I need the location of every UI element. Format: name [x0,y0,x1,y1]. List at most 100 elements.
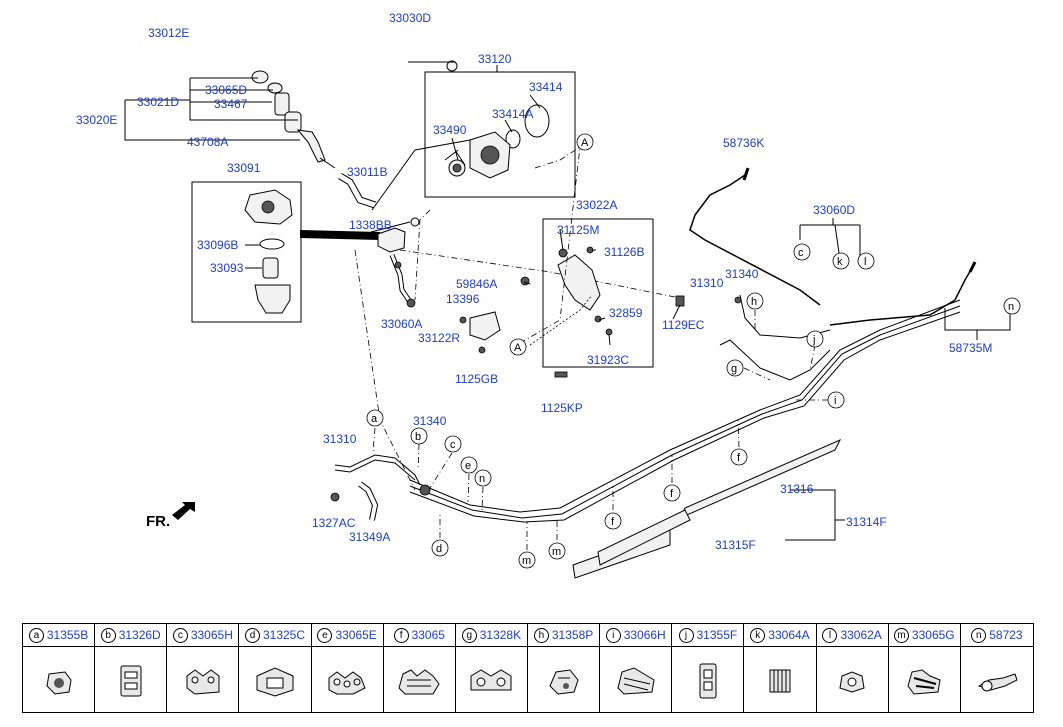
bolt-1129ec-icon [675,295,685,307]
label-59846a: 59846A [456,277,497,291]
legend-letter: n [971,627,987,643]
svg-text:n: n [479,473,485,485]
callout-f-2: f [663,484,681,502]
label-31349a: 31349A [349,530,390,544]
oring-33096b-icon [259,238,285,250]
legend-part-number: 31355F [696,628,738,642]
label-33490: 33490 [433,123,467,137]
label-31315f: 31315F [715,538,756,552]
label-33012e: 33012E [148,26,189,40]
legend-part-number: 33062A [840,628,882,642]
label-33122r: 33122R [418,331,460,345]
clamp-icon [446,60,458,72]
label-33414a: 33414A [492,107,533,121]
bolt-1338bb-icon [410,217,420,227]
callout-k: k [832,252,850,270]
legend-letter: g [461,627,477,643]
legend-letter: d [244,627,260,643]
square-clip-icon [120,665,142,696]
legend-letter: j [678,627,694,643]
label-33020e: 33020E [76,113,117,127]
legend-image [817,647,888,712]
legend-image [239,647,310,712]
legend-part-number: 58723 [989,628,1023,642]
grommet-clip-icon [46,670,72,695]
svg-text:c: c [798,247,804,259]
svg-text:m: m [552,546,561,558]
legend-letter: k [750,627,766,643]
svg-text:k: k [837,256,843,268]
callout-m-1: m [518,551,536,569]
callout-f-3: f [730,448,748,466]
label-31310-upper: 31310 [690,276,724,290]
pointer-arrow [300,230,380,240]
svg-text:A: A [514,342,522,354]
label-33011b: 33011B [347,165,387,179]
svg-text:j: j [812,334,815,346]
legend-image [672,647,743,712]
legend-letter: f [393,627,409,643]
label-31316: 31316 [780,482,814,496]
label-33467: 33467 [214,97,248,111]
legend-image [744,647,815,712]
label-31314f: 31314F [846,515,887,529]
label-1129ec: 1129EC [662,318,705,332]
legend-image [384,647,455,712]
label-33093: 33093 [210,261,244,275]
connector-clip-icon [977,672,1018,691]
bolt-1125kp-icon [554,371,568,378]
callout-g: g [726,359,744,377]
label-58735m: 58735M [949,341,992,355]
legend-image [23,647,94,712]
bracket-43708a-icon [296,129,326,163]
legend-image [600,647,671,712]
callout-A-bracket: A [509,338,527,356]
label-33414: 33414 [529,80,563,94]
small-clip-icon [839,670,865,693]
label-33021d: 33021D [137,95,179,109]
legend-part-number: 31358P [551,628,594,642]
label-58736k: 58736K [723,136,764,150]
svg-text:b: b [415,431,421,443]
label-31310-lower: 31310 [323,432,357,446]
hook-clip-icon [548,668,579,695]
bracket-box [542,218,654,368]
legend-part-number: 33066H [623,628,666,642]
legend-image [528,647,599,712]
pump-assembly-box [424,71,576,198]
legend-image [456,647,527,712]
legend-part-number: 33065G [911,628,955,642]
svg-text:c: c [450,439,456,451]
svg-text:A: A [581,137,589,149]
triple-clip-icon [328,670,366,694]
filter-33093-icon [262,257,279,279]
label-13396: 13396 [446,292,480,306]
label-31126b: 31126B [604,245,644,259]
label-33022a: 33022A [576,198,617,212]
fuel-line-diagram: 33012E 33030D 33120 33065D 33021D 33467 … [76,11,1021,579]
legend-part-number: 33065 [411,628,445,642]
bracket-33022a-icon [557,254,601,311]
svg-text:f: f [737,452,741,464]
callout-j: j [806,330,824,348]
dark-clip-icon [907,668,941,695]
ribbed-clip-icon [769,669,791,692]
callout-e: e [460,456,478,474]
label-33091: 33091 [227,161,261,175]
